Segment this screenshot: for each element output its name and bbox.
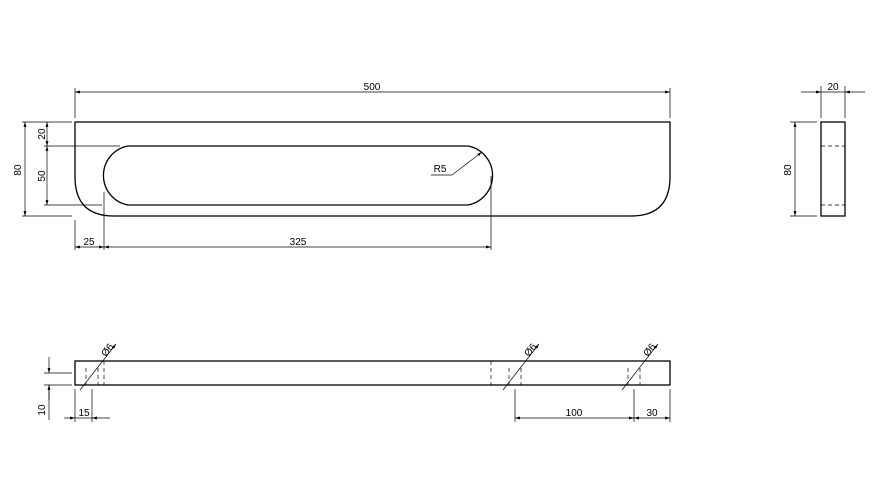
dim-label-side-20: 20 bbox=[827, 82, 839, 93]
dim-label-hole-left: Ø6 bbox=[100, 341, 117, 359]
dim-label-100: 100 bbox=[566, 408, 583, 419]
dim-label-r5: R5 bbox=[434, 164, 447, 175]
bottom-view-outline bbox=[74, 360, 671, 386]
bottom-view: Ø6 Ø6 Ø6 10 15 100 30 bbox=[37, 341, 671, 422]
dim-label-80: 80 bbox=[13, 164, 24, 176]
side-view: 20 80 bbox=[783, 82, 865, 217]
leader-hole-left bbox=[79, 343, 117, 391]
leader-hole-right bbox=[621, 343, 659, 391]
dim-label-hole-right: Ø6 bbox=[642, 341, 659, 359]
dim-label-side-80: 80 bbox=[783, 164, 794, 176]
dim-label-10: 10 bbox=[37, 404, 48, 416]
side-view-outline bbox=[820, 121, 846, 217]
front-view: 500 80 20 50 R5 25 325 bbox=[13, 82, 671, 250]
dim-label-30: 30 bbox=[646, 408, 658, 419]
dim-label-hole-mid: Ø6 bbox=[523, 341, 540, 359]
dim-label-500: 500 bbox=[364, 82, 381, 93]
dim-label-325: 325 bbox=[290, 237, 307, 248]
dim-label-15: 15 bbox=[78, 408, 90, 419]
dim-label-50: 50 bbox=[37, 170, 48, 182]
dim-label-20: 20 bbox=[37, 128, 48, 140]
leader-r5 bbox=[451, 151, 483, 176]
front-view-outline bbox=[74, 121, 671, 217]
leader-hole-mid bbox=[502, 343, 540, 391]
slot-outline bbox=[102, 145, 494, 206]
dim-label-25: 25 bbox=[83, 237, 95, 248]
